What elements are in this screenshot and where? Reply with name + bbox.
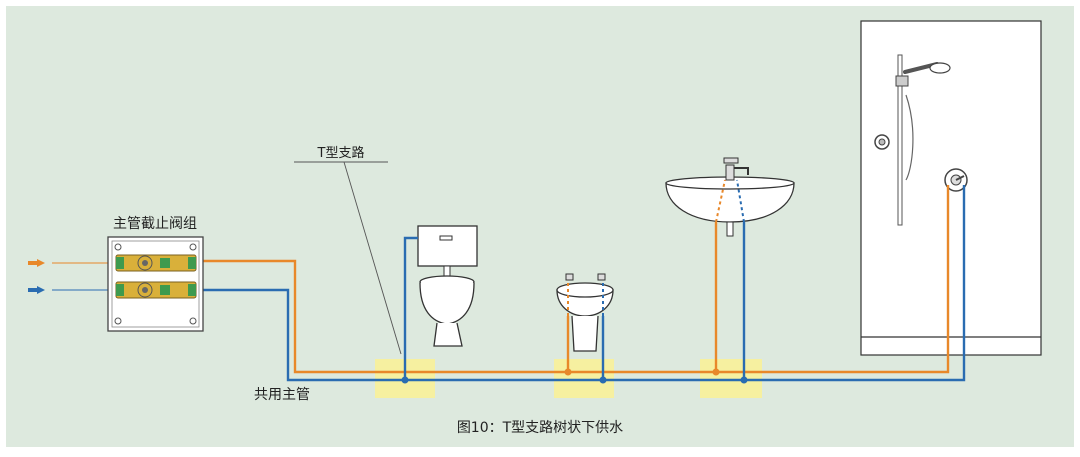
cold-shutoff-valve [115,281,197,299]
junction-dot [564,368,572,376]
shower-head [895,62,951,87]
branch-label: T型支路 [317,145,365,161]
junction-dot [740,376,748,384]
basin-hot-branch-hidden [715,179,726,223]
junction-highlight-basin [700,359,762,398]
figure-caption: 图10：T型支路树状下供水 [457,420,623,436]
cold-water-main-pipe [203,185,966,382]
junction-dot [599,376,607,384]
toilet [417,225,478,347]
bidet [556,273,614,352]
junction-dot [401,376,409,384]
manifold-valve-box [107,236,204,332]
hot-shutoff-valve [115,254,197,272]
hot-water-main-pipe [203,185,950,374]
junction-dot [712,368,720,376]
wash-basin [665,157,795,237]
main-pipe-label: 共用主管 [254,387,310,403]
manifold-label: 主管截止阀组 [113,216,197,232]
shower-mixer-valve [944,168,968,192]
toilet-cold-branch [403,236,418,380]
cold-inlet-arrow [28,286,108,294]
basin-cold-branch-hidden [736,179,745,223]
branch-label-leader [343,161,402,355]
shower-enclosure [860,20,1042,356]
hot-inlet-arrow [28,259,108,267]
basin-faucet [723,157,749,181]
